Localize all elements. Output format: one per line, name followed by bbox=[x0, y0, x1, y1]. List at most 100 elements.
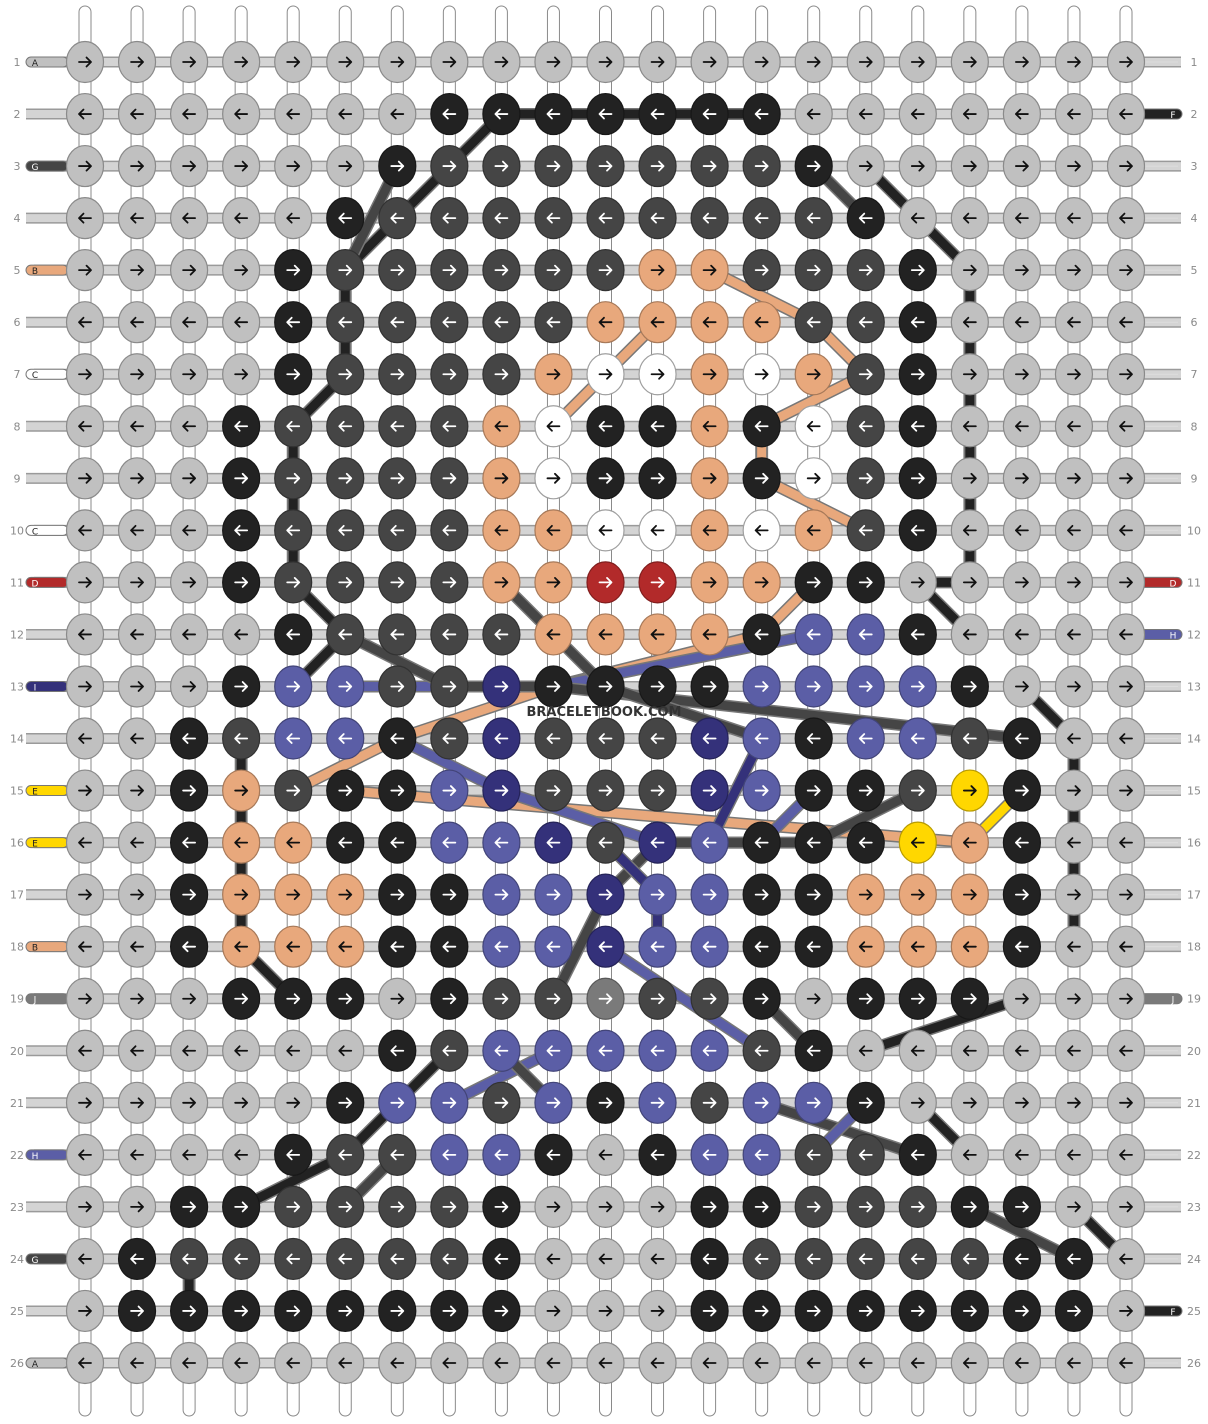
knot[interactable] bbox=[378, 249, 417, 292]
knot[interactable] bbox=[638, 457, 677, 500]
knot[interactable] bbox=[586, 1237, 625, 1281]
knot[interactable] bbox=[274, 561, 313, 604]
knot[interactable] bbox=[222, 665, 261, 708]
knot[interactable] bbox=[482, 925, 521, 968]
knot[interactable] bbox=[117, 1185, 157, 1228]
knot[interactable] bbox=[1054, 1185, 1094, 1228]
knot[interactable] bbox=[430, 405, 469, 448]
knot[interactable] bbox=[117, 717, 157, 760]
knot[interactable] bbox=[378, 144, 417, 188]
knot[interactable] bbox=[586, 92, 625, 136]
knot[interactable] bbox=[742, 977, 781, 1020]
knot[interactable] bbox=[482, 144, 521, 188]
knot[interactable] bbox=[326, 717, 365, 760]
knot[interactable] bbox=[534, 1237, 573, 1281]
knot[interactable] bbox=[742, 1237, 781, 1281]
knot[interactable] bbox=[378, 197, 417, 240]
knot[interactable] bbox=[1054, 301, 1094, 344]
knot[interactable] bbox=[326, 457, 365, 500]
knot[interactable] bbox=[1002, 613, 1042, 656]
knot[interactable] bbox=[898, 92, 937, 136]
knot[interactable] bbox=[1054, 92, 1094, 136]
knot[interactable] bbox=[274, 769, 313, 812]
knot[interactable] bbox=[117, 1029, 157, 1072]
knot[interactable] bbox=[170, 977, 209, 1020]
knot[interactable] bbox=[1106, 821, 1146, 864]
knot[interactable] bbox=[846, 769, 885, 812]
knot[interactable] bbox=[482, 873, 521, 916]
knot[interactable] bbox=[482, 457, 521, 500]
knot[interactable] bbox=[274, 40, 313, 84]
knot[interactable] bbox=[65, 249, 105, 292]
knot[interactable] bbox=[846, 561, 885, 604]
knot[interactable] bbox=[117, 197, 157, 240]
knot[interactable] bbox=[326, 353, 365, 396]
knot[interactable] bbox=[950, 405, 989, 448]
knot[interactable] bbox=[534, 613, 573, 656]
knot[interactable] bbox=[378, 509, 417, 552]
knot[interactable] bbox=[690, 821, 729, 864]
knot[interactable] bbox=[742, 249, 781, 292]
knot[interactable] bbox=[430, 1133, 469, 1176]
knot[interactable] bbox=[482, 613, 521, 656]
knot[interactable] bbox=[690, 353, 729, 396]
knot[interactable] bbox=[170, 144, 209, 188]
knot[interactable] bbox=[742, 197, 781, 240]
knot[interactable] bbox=[586, 144, 625, 188]
knot[interactable] bbox=[690, 1133, 729, 1176]
knot[interactable] bbox=[378, 925, 417, 968]
knot[interactable] bbox=[170, 769, 209, 812]
knot[interactable] bbox=[170, 509, 209, 552]
knot[interactable] bbox=[117, 457, 157, 500]
knot[interactable] bbox=[1106, 405, 1146, 448]
knot[interactable] bbox=[170, 353, 209, 396]
knot[interactable] bbox=[690, 1341, 729, 1385]
knot[interactable] bbox=[586, 1289, 625, 1333]
knot[interactable] bbox=[638, 353, 677, 396]
knot[interactable] bbox=[326, 977, 365, 1020]
knot[interactable] bbox=[326, 821, 365, 864]
knot[interactable] bbox=[846, 405, 885, 448]
knot[interactable] bbox=[950, 873, 989, 916]
knot[interactable] bbox=[1054, 509, 1094, 552]
knot[interactable] bbox=[117, 769, 157, 812]
knot[interactable] bbox=[586, 1133, 625, 1176]
knot[interactable] bbox=[794, 249, 833, 292]
knot[interactable] bbox=[65, 40, 105, 84]
knot[interactable] bbox=[65, 509, 105, 552]
knot[interactable] bbox=[846, 1185, 885, 1228]
knot[interactable] bbox=[586, 301, 625, 344]
knot[interactable] bbox=[638, 1081, 677, 1124]
knot[interactable] bbox=[117, 301, 157, 344]
knot[interactable] bbox=[430, 925, 469, 968]
knot[interactable] bbox=[586, 925, 625, 968]
knot[interactable] bbox=[690, 509, 729, 552]
knot[interactable] bbox=[742, 717, 781, 760]
knot[interactable] bbox=[65, 197, 105, 240]
knot[interactable] bbox=[378, 457, 417, 500]
knot[interactable] bbox=[846, 353, 885, 396]
knot[interactable] bbox=[586, 249, 625, 292]
knot[interactable] bbox=[1002, 1237, 1042, 1281]
knot[interactable] bbox=[1054, 665, 1094, 708]
knot[interactable] bbox=[170, 873, 209, 916]
knot[interactable] bbox=[1002, 1185, 1042, 1228]
knot[interactable] bbox=[950, 925, 989, 968]
knot[interactable] bbox=[1054, 353, 1094, 396]
knot[interactable] bbox=[794, 197, 833, 240]
knot[interactable] bbox=[65, 1237, 105, 1281]
knot[interactable] bbox=[65, 769, 105, 812]
knot[interactable] bbox=[222, 1289, 261, 1333]
knot[interactable] bbox=[378, 613, 417, 656]
knot[interactable] bbox=[222, 1029, 261, 1072]
knot[interactable] bbox=[534, 873, 573, 916]
knot[interactable] bbox=[65, 1133, 105, 1176]
knot[interactable] bbox=[378, 301, 417, 344]
knot[interactable] bbox=[1054, 457, 1094, 500]
knot[interactable] bbox=[690, 301, 729, 344]
knot[interactable] bbox=[586, 1029, 625, 1072]
knot[interactable] bbox=[690, 769, 729, 812]
knot[interactable] bbox=[482, 509, 521, 552]
knot[interactable] bbox=[482, 1289, 521, 1333]
knot[interactable] bbox=[170, 613, 209, 656]
